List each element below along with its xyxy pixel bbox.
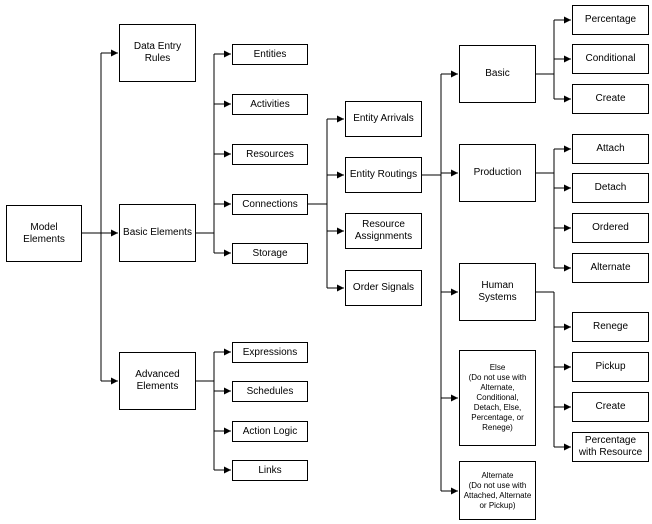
node-human-systems: Human Systems (459, 263, 536, 321)
node-label: Entities (253, 48, 287, 60)
node-expressions: Expressions (232, 342, 308, 363)
node-label: Conditional (585, 53, 636, 64)
node-label: Data Entry Rules (133, 41, 182, 64)
node-conditional: Conditional (572, 44, 649, 74)
node-basic: Basic (459, 45, 536, 103)
node-label: Resource Assignments (354, 219, 413, 242)
node-alternate-note: Alternate (Do not use with Attached, Alt… (459, 461, 536, 520)
node-label: Percentage (584, 14, 637, 25)
node-label: Else (Do not use with Alternate, Conditi… (468, 363, 527, 432)
node-create: Create (572, 84, 649, 114)
node-label: Ordered (592, 222, 629, 233)
node-percentage: Percentage (572, 5, 649, 35)
node-advanced-elements: Advanced Elements (119, 352, 196, 410)
node-else: Else (Do not use with Alternate, Conditi… (459, 350, 536, 446)
node-resource-assignments: Resource Assignments (345, 213, 422, 249)
node-label: Links (258, 464, 282, 476)
node-label: Action Logic (242, 425, 298, 437)
node-label: Attach (596, 143, 625, 154)
node-label: Create (595, 401, 626, 412)
node-ordered: Ordered (572, 213, 649, 243)
node-attach: Attach (572, 134, 649, 164)
node-pickup: Pickup (572, 352, 649, 382)
node-label: Model Elements (23, 221, 65, 245)
node-label: Resources (246, 148, 294, 160)
node-label: Basic Elements (123, 227, 192, 238)
node-entity-arrivals: Entity Arrivals (345, 101, 422, 137)
node-model-elements: Model Elements (6, 205, 82, 262)
node-label: Alternate (Do not use with Attached, Alt… (463, 470, 532, 510)
node-action-logic: Action Logic (232, 421, 308, 442)
node-label: Activities (250, 98, 290, 110)
node-label: Detach (594, 182, 627, 193)
node-entity-routings: Entity Routings (345, 157, 422, 193)
node-label: Order Signals (352, 282, 415, 293)
node-label: Connections (242, 198, 298, 210)
node-label: Human Systems (478, 280, 517, 303)
node-resources: Resources (232, 144, 308, 165)
node-label: Basic (485, 68, 510, 79)
node-label: Entity Arrivals (353, 113, 414, 124)
node-entities: Entities (232, 44, 308, 65)
node-label: Renege (592, 321, 629, 332)
node-storage: Storage (232, 243, 308, 264)
node-label: Entity Routings (349, 169, 418, 180)
node-label: Alternate (590, 262, 631, 273)
node-label: Expressions (242, 346, 298, 358)
node-percentage-with-resource: Percentage with Resource (572, 432, 649, 462)
node-label: Percentage with Resource (578, 435, 643, 458)
node-activities: Activities (232, 94, 308, 115)
node-links: Links (232, 460, 308, 481)
node-alternate: Alternate (572, 253, 649, 283)
node-label: Production (473, 167, 522, 178)
node-label: Pickup (595, 361, 626, 372)
node-basic-elements: Basic Elements (119, 204, 196, 262)
node-data-entry-rules: Data Entry Rules (119, 24, 196, 82)
node-schedules: Schedules (232, 381, 308, 402)
node-label: Create (595, 93, 626, 104)
node-connections: Connections (232, 194, 308, 215)
node-label: Storage (252, 247, 288, 259)
node-detach: Detach (572, 173, 649, 203)
node-renege: Renege (572, 312, 649, 342)
node-create-human: Create (572, 392, 649, 422)
node-production: Production (459, 144, 536, 202)
node-label: Advanced Elements (135, 369, 180, 392)
node-label: Schedules (246, 385, 294, 397)
node-order-signals: Order Signals (345, 270, 422, 306)
